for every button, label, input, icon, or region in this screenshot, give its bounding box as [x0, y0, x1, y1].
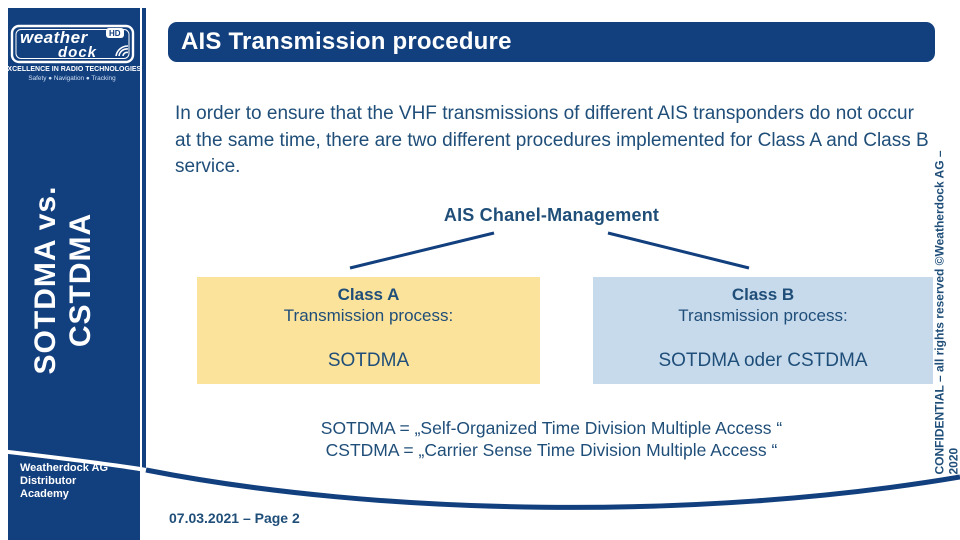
class-b-subtitle: Transmission process: [678, 306, 848, 325]
connector-left [349, 231, 495, 270]
page-title: AIS Transmission procedure [181, 28, 512, 55]
org-line-3: Academy [20, 488, 69, 500]
class-a-subtitle: Transmission process: [283, 306, 454, 325]
class-a-title: Class A [337, 285, 400, 304]
org-block: Weatherdock AG Distributor Academy [20, 462, 108, 501]
org-line-2: Distributor [20, 475, 77, 487]
vertical-slide-label-line1: SOTDMA vs. [29, 185, 62, 375]
wave-blue-segment [145, 467, 960, 510]
class-a-process: SOTDMA [327, 350, 410, 371]
connector-right [607, 231, 750, 270]
date-page-label: 07.03.2021 – Page 2 [169, 510, 300, 526]
class-b-title: Class B [731, 285, 795, 304]
vertical-slide-label-line2: CSTDMA [64, 212, 97, 348]
class-b-box: Class B Transmission process: SOTDMA ode… [593, 277, 933, 384]
class-a-box: Class A Transmission process: SOTDMA [197, 277, 540, 384]
intro-paragraph: In order to ensure that the VHF transmis… [175, 103, 929, 177]
confidential-line1: CONFIDENTIAL – all rights reserved ©Weat… [932, 150, 947, 475]
org-line-1: Weatherdock AG [20, 462, 109, 474]
title-bar: AIS Transmission procedure [168, 22, 935, 62]
acronym-definitions: SOTDMA = „Self-Organized Time Division M… [168, 418, 935, 461]
cstdma-definition: CSTDMA = „Carrier Sense Time Division Mu… [325, 439, 778, 460]
confidential-line2: 2020 [946, 447, 960, 475]
vertical-slide-label: SOTDMA vs. CSTDMA [28, 155, 98, 405]
sidebar-pinstripe [142, 8, 146, 469]
class-b-process: SOTDMA oder CSTDMA [658, 350, 868, 371]
diagram-heading: AIS Chanel-Management [443, 205, 660, 225]
sotdma-definition: SOTDMA = „Self-Organized Time Division M… [320, 418, 783, 438]
confidential-notice: CONFIDENTIAL – all rights reserved ©Weat… [932, 130, 960, 475]
